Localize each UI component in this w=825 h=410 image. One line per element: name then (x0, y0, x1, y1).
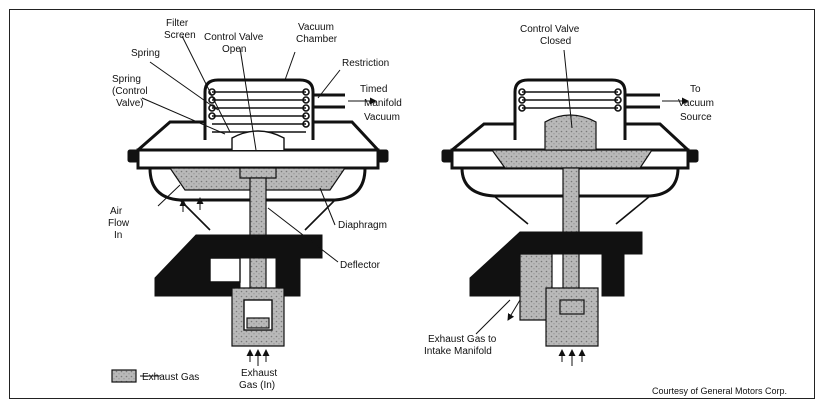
label-timed-manifold-vacuum-3: Vacuum (364, 112, 400, 123)
label-restriction: Restriction (342, 58, 389, 69)
vacuum-chamber-shell-right (513, 78, 627, 140)
label-to-vacuum-source-3: Source (680, 112, 712, 123)
label-control-valve-closed-2: Closed (540, 36, 571, 47)
valve-poppet-left (246, 317, 270, 329)
label-control-valve-open-1: Control Valve (204, 32, 264, 43)
label-exhaust-gas-to-intake-1: Exhaust Gas to (428, 334, 497, 345)
label-exhaust-gas-to-intake-2: Intake Manifold (424, 346, 492, 357)
label-air-flow-in-3: In (114, 230, 122, 241)
upper-housing-left (137, 120, 380, 152)
control-valve-right (544, 114, 597, 151)
legend: Exhaust Gas (111, 369, 199, 383)
vacuum-port-left (313, 93, 345, 109)
label-control-valve-closed-1: Control Valve (520, 24, 580, 35)
shield-struts-right (493, 195, 651, 225)
label-filter-screen-2: Screen (164, 30, 196, 41)
label-diaphragm: Diaphragm (338, 220, 387, 231)
exhaust-pipe-right (545, 287, 599, 347)
label-spring: Spring (131, 48, 160, 59)
valve-plate-left (239, 167, 277, 179)
leader-lines (140, 35, 689, 377)
label-deflector: Deflector (340, 260, 381, 271)
label-vacuum-chamber-2: Chamber (296, 34, 338, 45)
labels: Filter Screen Control Valve Open Vacuum … (108, 18, 714, 391)
valve-closed-drawing (441, 78, 699, 366)
label-to-vacuum-source-2: Vacuum (678, 98, 714, 109)
label-air-flow-in-2: Flow (108, 218, 130, 229)
bolt-left-a (127, 149, 139, 163)
spring-coils-left (208, 88, 310, 133)
label-spring-control-valve-3: Valve) (116, 98, 144, 109)
bolt-right-a (441, 149, 453, 163)
legend-swatch-exhaust-gas (111, 369, 137, 383)
label-control-valve-open-2: Open (222, 44, 246, 55)
label-spring-control-valve-1: Spring (112, 74, 141, 85)
label-timed-manifold-vacuum-2: Manifold (364, 98, 402, 109)
control-valve-left (231, 130, 285, 150)
label-vacuum-chamber-1: Vacuum (298, 22, 334, 33)
label-filter-screen-1: Filter (166, 18, 189, 29)
diaphragm-right (490, 149, 654, 169)
label-air-flow-in-1: Air (110, 206, 123, 217)
bolt-right-b (687, 149, 699, 163)
legend-label-exhaust-gas: Exhaust Gas (142, 372, 199, 383)
base-window-left (209, 257, 241, 283)
valve-poppet-right (559, 299, 585, 315)
label-exhaust-gas-in-1: Exhaust (241, 368, 277, 379)
vacuum-port-right (625, 93, 660, 109)
diaphragm-housing-left (136, 148, 380, 170)
vacuum-chamber-shell-left (203, 78, 315, 140)
label-to-vacuum-source-1: To (690, 84, 701, 95)
label-spring-control-valve-2: (Control (112, 86, 148, 97)
spring-coils-right (518, 88, 622, 112)
label-timed-manifold-vacuum-1: Timed (360, 84, 387, 95)
upper-housing-right (451, 122, 690, 152)
label-exhaust-gas-in-2: Gas (In) (239, 380, 275, 391)
intake-arrow-right (507, 299, 521, 321)
valve-stem-left (249, 177, 267, 289)
bolt-left-b (377, 149, 389, 163)
base-block-right (469, 231, 643, 297)
valve-open-drawing (127, 78, 389, 366)
figure-frame (9, 9, 815, 399)
credit-line: Courtesy of General Motors Corp. (652, 386, 787, 396)
